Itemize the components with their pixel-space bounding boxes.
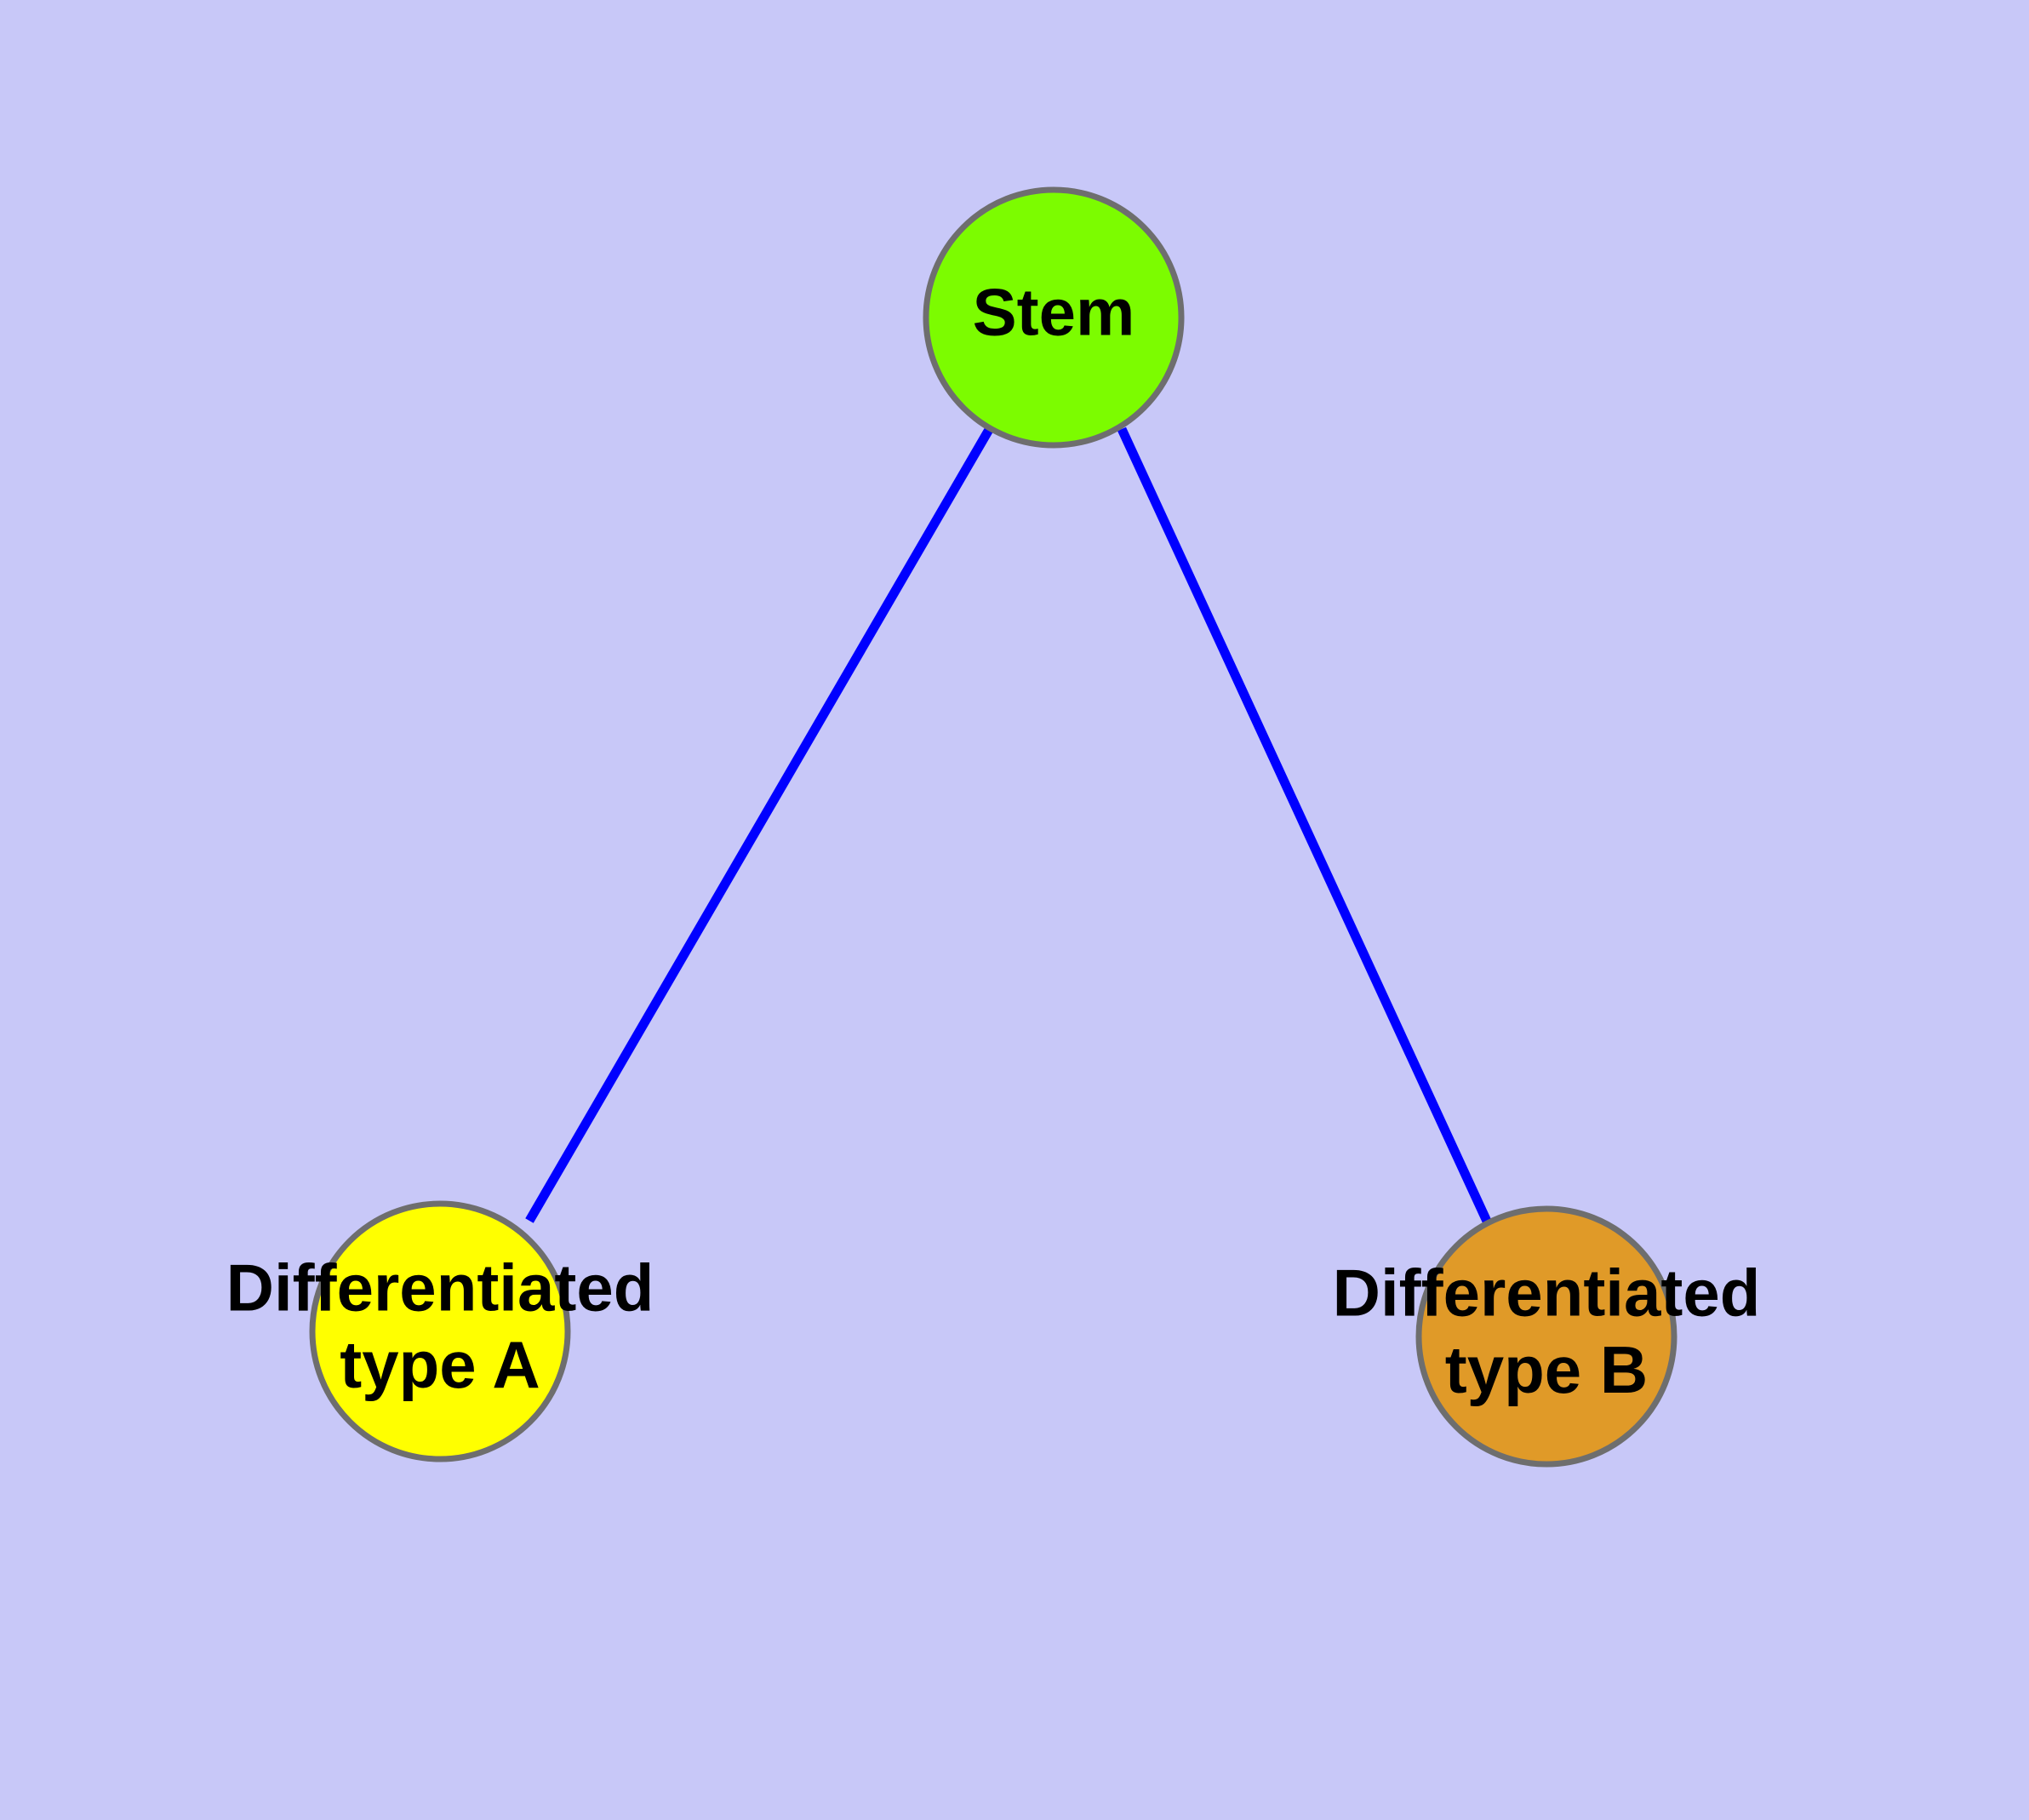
node-label-differentiated-type-a-line1: Differentiated bbox=[226, 1250, 654, 1325]
edge-stem-to-type-a[interactable] bbox=[525, 426, 994, 1223]
edges-group bbox=[525, 426, 1494, 1229]
edge-stem-to-type-b[interactable] bbox=[1117, 426, 1494, 1229]
node-label-stem-line1: Stem bbox=[973, 275, 1135, 350]
node-label-differentiated-type-a-line2: type A bbox=[340, 1327, 540, 1402]
node-circle-differentiated-type-b[interactable] bbox=[1415, 1205, 1677, 1468]
node-label-differentiated-type-b-line2: type B bbox=[1445, 1332, 1648, 1407]
node-label-differentiated-type-b-line1: Differentiated bbox=[1333, 1255, 1761, 1330]
node-stem[interactable]: Stem bbox=[923, 186, 1185, 449]
node-circle-stem[interactable] bbox=[923, 186, 1185, 449]
node-circle-differentiated-type-a[interactable] bbox=[309, 1200, 571, 1462]
